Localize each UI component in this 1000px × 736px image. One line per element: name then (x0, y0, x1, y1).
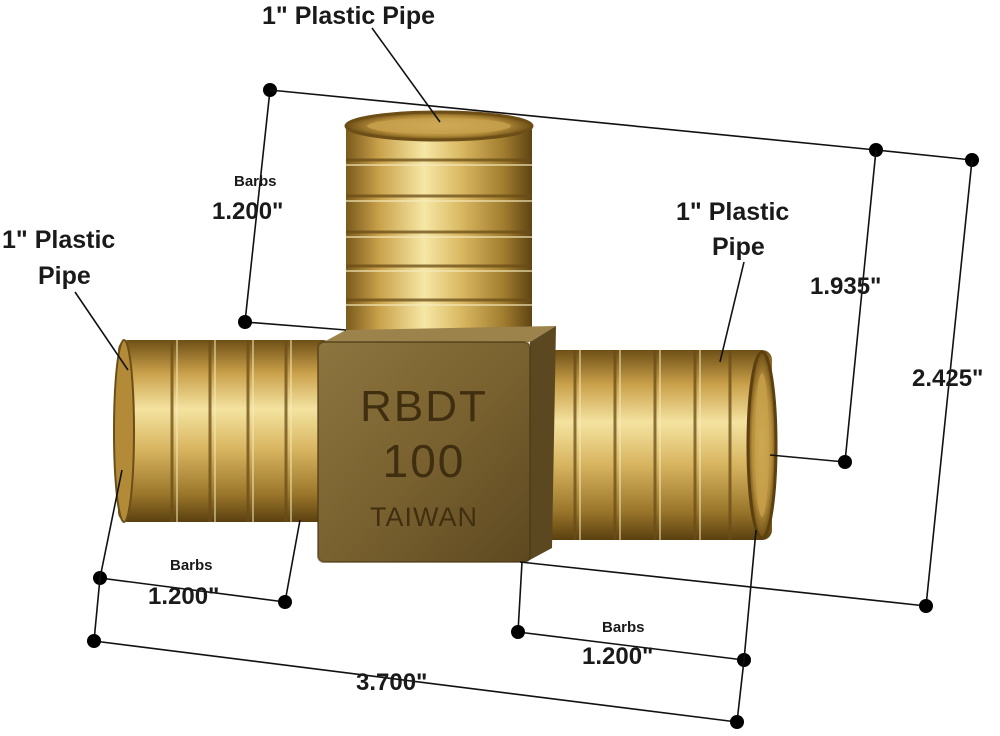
dim-dot (730, 715, 744, 729)
dim-overall-left-ext2 (99, 469, 123, 579)
casting-text-origin: TAIWAN (370, 502, 478, 532)
right-barb (530, 350, 778, 540)
top-barb (344, 110, 534, 340)
label-left-barbs-value: 1.200" (148, 583, 220, 610)
label-left-barbs-word: Barbs (170, 557, 213, 574)
dim-right-barbs-ext (517, 561, 523, 633)
dim-left-barbs-ext (284, 519, 301, 603)
tee-body (317, 326, 556, 563)
dim-inner-height-ext (769, 454, 846, 463)
dim-dot (278, 595, 292, 609)
label-outer-height: 2.425" (912, 365, 984, 392)
dim-top-ref-line (269, 89, 877, 151)
dim-dot (87, 634, 101, 648)
dim-overall-length-line (93, 640, 738, 723)
casting-text-size: 100 (382, 435, 466, 487)
dim-outer-height-line (925, 159, 973, 607)
label-right-barbs-value: 1.200" (582, 643, 654, 670)
label-left-pipe-line2: Pipe (38, 262, 91, 290)
label-overall-length: 3.700" (356, 669, 428, 696)
label-right-pipe-line1: 1" Plastic (676, 198, 790, 226)
dim-top-ref-ext (875, 149, 973, 161)
dim-top-barbs-line (244, 89, 271, 323)
dim-dot (919, 599, 933, 613)
left-barb (113, 339, 333, 523)
leader-top-pipe (371, 27, 441, 123)
label-inner-height: 1.935" (810, 273, 882, 300)
casting-text-model: RBDT (360, 382, 488, 431)
leader-right-pipe (719, 261, 745, 363)
label-top-pipe: 1" Plastic Pipe (262, 2, 436, 30)
label-top-barbs-value: 1.200" (212, 198, 284, 225)
dim-outer-height-ext (519, 561, 927, 607)
leader-left-pipe (74, 291, 129, 371)
dim-right-barbs-line (517, 631, 745, 661)
dim-inner-height-line (844, 149, 877, 463)
dim-dot (838, 455, 852, 469)
dim-left-barbs-line (99, 577, 286, 603)
dim-dot (511, 625, 525, 639)
dim-top-barbs-ext (244, 321, 347, 331)
label-right-pipe-line2: Pipe (712, 233, 765, 261)
dim-overall-right-ext (736, 659, 745, 723)
label-right-barbs-word: Barbs (602, 619, 645, 636)
dim-overall-right-ext2 (743, 529, 757, 661)
dim-dot (238, 315, 252, 329)
label-left-pipe-line1: 1" Plastic (2, 226, 116, 254)
label-top-barbs-word: Barbs (234, 173, 277, 190)
dim-overall-left-ext (93, 577, 101, 642)
